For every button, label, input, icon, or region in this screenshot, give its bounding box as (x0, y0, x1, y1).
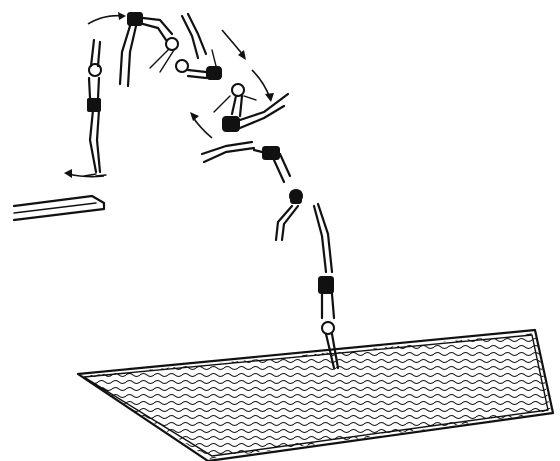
water-pool (78, 330, 553, 461)
diver-phase-entry (314, 204, 338, 368)
diver-phase-tuck (176, 14, 222, 80)
springboard (14, 196, 104, 220)
diver-phase-open (214, 84, 288, 132)
diver-phase-pike (120, 12, 178, 86)
diver-phase-extension (202, 142, 302, 240)
diver-phase-takeoff (84, 40, 106, 176)
